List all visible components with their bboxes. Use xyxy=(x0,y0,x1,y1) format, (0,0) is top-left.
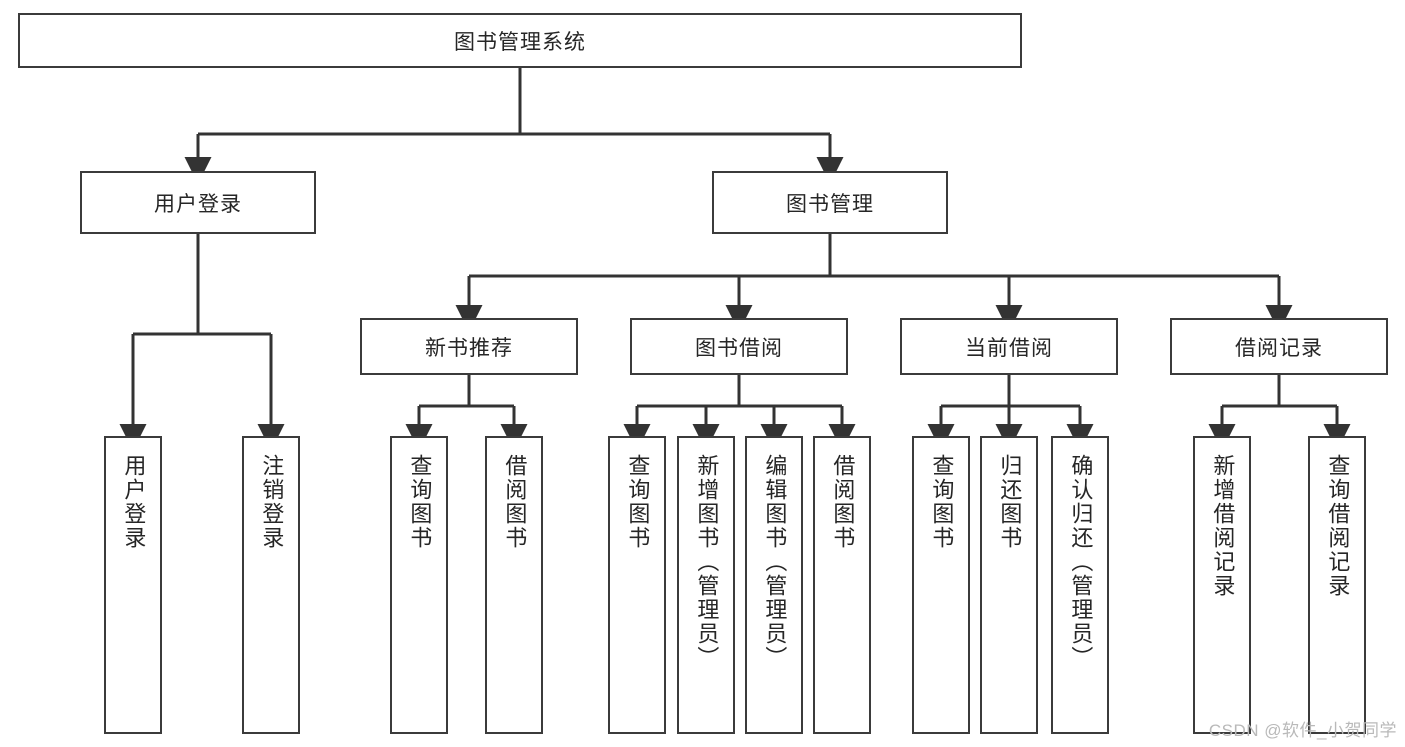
leaf-query-book-2-label: 查询图书 xyxy=(625,454,651,550)
watermark: CSDN @软件_小贺同学 xyxy=(1208,721,1397,740)
leaf-logout-login[interactable]: 注销登录 xyxy=(242,436,300,734)
leaf-edit-book[interactable]: 编辑图书（管理员） xyxy=(745,436,803,734)
leaf-borrow-book-1[interactable]: 借阅图书 xyxy=(485,436,543,734)
node-book-manage[interactable]: 图书管理 xyxy=(712,171,948,234)
node-book-borrow-label: 图书借阅 xyxy=(695,336,783,360)
leaf-user-login-label: 用户登录 xyxy=(121,454,147,550)
leaf-confirm-return[interactable]: 确认归还（管理员） xyxy=(1051,436,1109,734)
leaf-query-book-1-label: 查询图书 xyxy=(407,454,433,550)
leaf-add-book-label: 新增图书（管理员） xyxy=(694,454,720,670)
leaf-borrow-book-2-label: 借阅图书 xyxy=(830,454,856,550)
leaf-add-record[interactable]: 新增借阅记录 xyxy=(1193,436,1251,734)
leaf-query-record-label: 查询借阅记录 xyxy=(1325,454,1351,598)
node-current-borrow[interactable]: 当前借阅 xyxy=(900,318,1118,375)
leaf-edit-book-label: 编辑图书（管理员） xyxy=(762,454,788,670)
node-borrow-record[interactable]: 借阅记录 xyxy=(1170,318,1388,375)
leaf-logout-login-label: 注销登录 xyxy=(259,454,285,550)
node-new-book-recommend[interactable]: 新书推荐 xyxy=(360,318,578,375)
leaf-user-login[interactable]: 用户登录 xyxy=(104,436,162,734)
leaf-query-book-3-label: 查询图书 xyxy=(929,454,955,550)
leaf-query-book-1[interactable]: 查询图书 xyxy=(390,436,448,734)
node-book-manage-label: 图书管理 xyxy=(786,192,874,216)
leaf-return-book-label: 归还图书 xyxy=(997,454,1023,550)
node-root-label: 图书管理系统 xyxy=(454,30,586,54)
node-user-login[interactable]: 用户登录 xyxy=(80,171,316,234)
node-borrow-record-label: 借阅记录 xyxy=(1235,336,1323,360)
leaf-return-book[interactable]: 归还图书 xyxy=(980,436,1038,734)
leaf-query-book-3[interactable]: 查询图书 xyxy=(912,436,970,734)
leaf-confirm-return-label: 确认归还（管理员） xyxy=(1068,454,1094,670)
leaf-add-book[interactable]: 新增图书（管理员） xyxy=(677,436,735,734)
node-root[interactable]: 图书管理系统 xyxy=(18,13,1022,68)
node-user-login-label: 用户登录 xyxy=(154,192,242,216)
leaf-query-book-2[interactable]: 查询图书 xyxy=(608,436,666,734)
leaf-query-record[interactable]: 查询借阅记录 xyxy=(1308,436,1366,734)
node-book-borrow[interactable]: 图书借阅 xyxy=(630,318,848,375)
leaf-borrow-book-1-label: 借阅图书 xyxy=(502,454,528,550)
node-new-book-recommend-label: 新书推荐 xyxy=(425,336,513,360)
node-current-borrow-label: 当前借阅 xyxy=(965,336,1053,360)
leaf-add-record-label: 新增借阅记录 xyxy=(1210,454,1236,598)
leaf-borrow-book-2[interactable]: 借阅图书 xyxy=(813,436,871,734)
